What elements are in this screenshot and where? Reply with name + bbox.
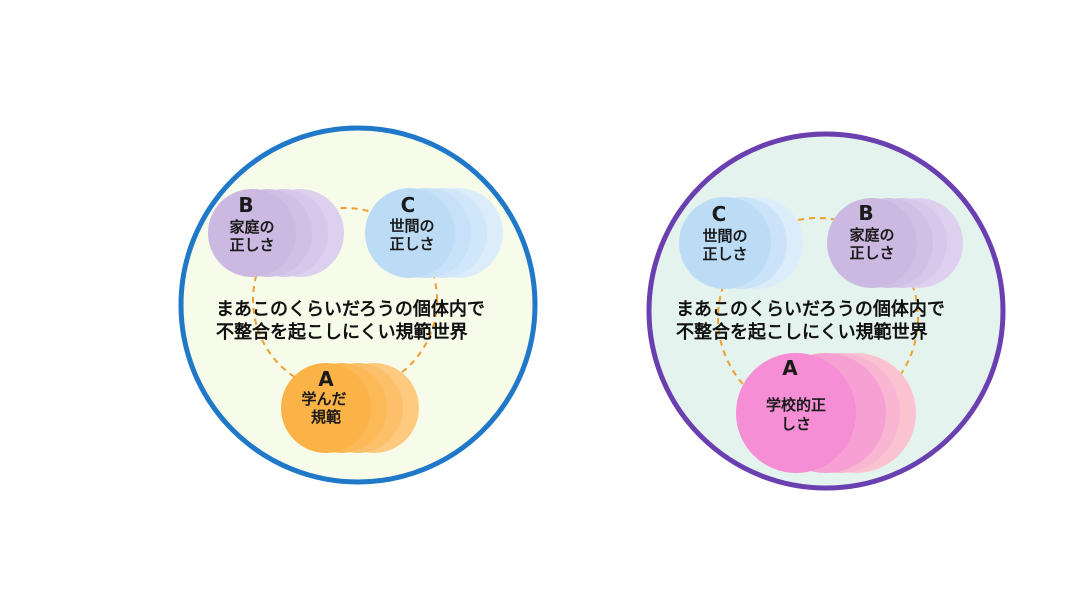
right-node-b-letter: B	[858, 201, 873, 225]
left-diagram: B 家庭の 正しさ C 世間の 正しさ A 学んだ 規範 まあこのくらいだろうの…	[178, 125, 538, 485]
left-node-b-letter: B	[238, 193, 253, 217]
right-center-line1: まあこのくらいだろうの個体内で	[676, 298, 945, 320]
left-center-line2: 不整合を起こしにくい規範世界	[216, 321, 468, 343]
right-node-a: A 学校的正 しさ	[736, 353, 916, 473]
right-node-a-letter: A	[782, 356, 798, 380]
left-node-b-line1: 家庭の	[229, 218, 274, 236]
right-node-c-line2: 正しさ	[702, 245, 747, 263]
left-center-line1: まあこのくらいだろうの個体内で	[216, 298, 485, 320]
left-node-a-line1: 学んだ	[301, 390, 346, 408]
right-node-c: C 世間の 正しさ	[679, 197, 803, 289]
left-node-c-line2: 正しさ	[389, 235, 434, 253]
left-node-a-circle	[281, 363, 371, 453]
left-node-a: A 学んだ 規範	[281, 363, 419, 453]
right-node-c-circle	[679, 197, 771, 289]
left-node-b-line2: 正しさ	[229, 236, 274, 254]
left-node-c-line1: 世間の	[389, 217, 434, 235]
right-node-a-line1: 学校的正	[766, 396, 826, 414]
right-node-c-line1: 世間の	[702, 227, 747, 245]
left-node-c-letter: C	[401, 193, 416, 217]
left-node-c-circle	[365, 188, 455, 278]
right-node-b-line1: 家庭の	[849, 226, 894, 244]
left-node-a-letter: A	[318, 367, 334, 391]
left-node-c: C 世間の 正しさ	[365, 188, 503, 278]
right-node-b: B 家庭の 正しさ	[827, 198, 963, 288]
right-node-a-line2: しさ	[781, 415, 811, 433]
right-center-line2: 不整合を起こしにくい規範世界	[676, 321, 928, 343]
right-node-b-line2: 正しさ	[849, 244, 894, 262]
left-node-b-circle	[208, 189, 296, 277]
right-node-c-letter: C	[712, 202, 727, 226]
left-node-a-line2: 規範	[311, 408, 341, 426]
left-node-b: B 家庭の 正しさ	[208, 189, 344, 277]
right-node-b-circle	[827, 198, 917, 288]
right-diagram: C 世間の 正しさ B 家庭の 正しさ A 学校的正 しさ まあこのくらいだろう…	[646, 131, 1006, 491]
right-node-a-circle	[736, 353, 856, 473]
